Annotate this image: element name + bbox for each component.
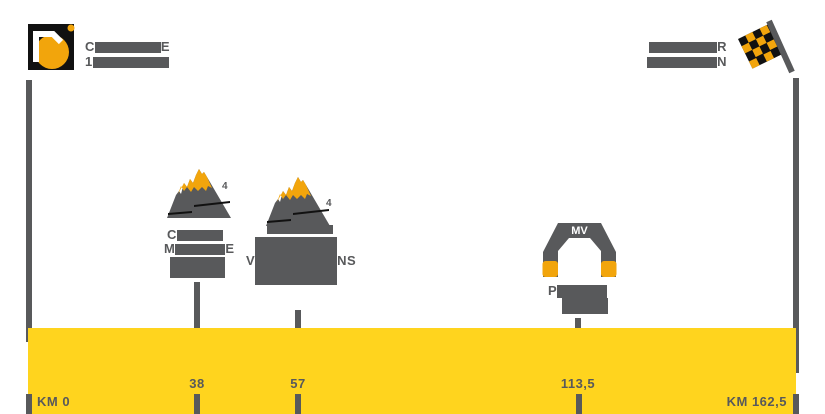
climb1-label-redaction-block [170, 257, 225, 278]
start-line2-digit: 1 [85, 54, 93, 69]
bottom-tick-climb1 [194, 394, 200, 414]
finish-line2-redaction [647, 57, 718, 69]
finish-flag-icon [738, 19, 795, 74]
climb1-line1-redaction [176, 230, 223, 242]
finish-vertical-line [793, 78, 799, 373]
climb1-line2-letter-end: E [225, 241, 235, 256]
climb1-line1-letter: C [167, 227, 177, 242]
km-label-sprint: 113,5 [560, 376, 596, 391]
sprint-label-redaction1 [557, 285, 608, 299]
climb2-tick-line [295, 310, 301, 334]
km-end-label: KM 162,5 [726, 394, 787, 409]
climb2-mountain-icon [266, 177, 330, 226]
sprint-arch-icon: MV [542, 223, 617, 277]
arch-foot-right [601, 261, 617, 277]
arch-label: MV [571, 225, 588, 237]
climb1-label-line1: C [167, 228, 223, 242]
climb2-label-redaction-block [255, 237, 338, 285]
flag-pole [766, 19, 795, 74]
finish-line1-letter: R [717, 39, 727, 54]
start-cyclist-icon [28, 24, 75, 70]
climb2-label-row: V NS [246, 237, 356, 285]
finish-line1-redaction [649, 42, 718, 54]
start-line2-redaction [92, 57, 169, 69]
climb1-line2-redaction [175, 244, 226, 256]
climb1-mountain-icon [167, 169, 231, 218]
climb2-category: 4 [326, 198, 333, 209]
start-label-line2: 1 [85, 55, 169, 69]
sprint-letter-start: P [548, 283, 558, 298]
start-line1-letter: C [85, 39, 95, 54]
sprint-label-redaction2 [562, 298, 608, 314]
climb2-letter-start: V [246, 253, 256, 268]
km-label-climb2: 57 [290, 376, 306, 391]
route-bar [28, 328, 796, 414]
finish-line2-letter: N [717, 54, 727, 69]
cyclist-wheel [35, 35, 69, 69]
finish-label-line1: R [649, 40, 727, 54]
bottom-tick-start [26, 394, 32, 414]
start-vertical-line [26, 80, 32, 342]
bottom-tick-climb2 [295, 394, 301, 414]
arch-foot-left [542, 261, 558, 277]
km-label-climb1: 38 [189, 376, 205, 391]
climb2-letters-end: NS [337, 253, 357, 268]
climb2-label-redaction-top [267, 225, 333, 234]
climb1-line2-letter: M [164, 241, 176, 256]
bottom-tick-end [793, 394, 799, 414]
start-line1-redaction [94, 42, 161, 54]
bottom-tick-sprint [576, 394, 582, 414]
cyclist-head [67, 24, 75, 32]
climb1-tick-line [194, 282, 200, 334]
km-start-label: KM 0 [37, 394, 71, 409]
start-line1-letter-end: E [160, 39, 171, 54]
climb1-category: 4 [222, 181, 229, 192]
sprint-label-line1: P [548, 283, 608, 299]
finish-label-line2: N [647, 55, 727, 69]
